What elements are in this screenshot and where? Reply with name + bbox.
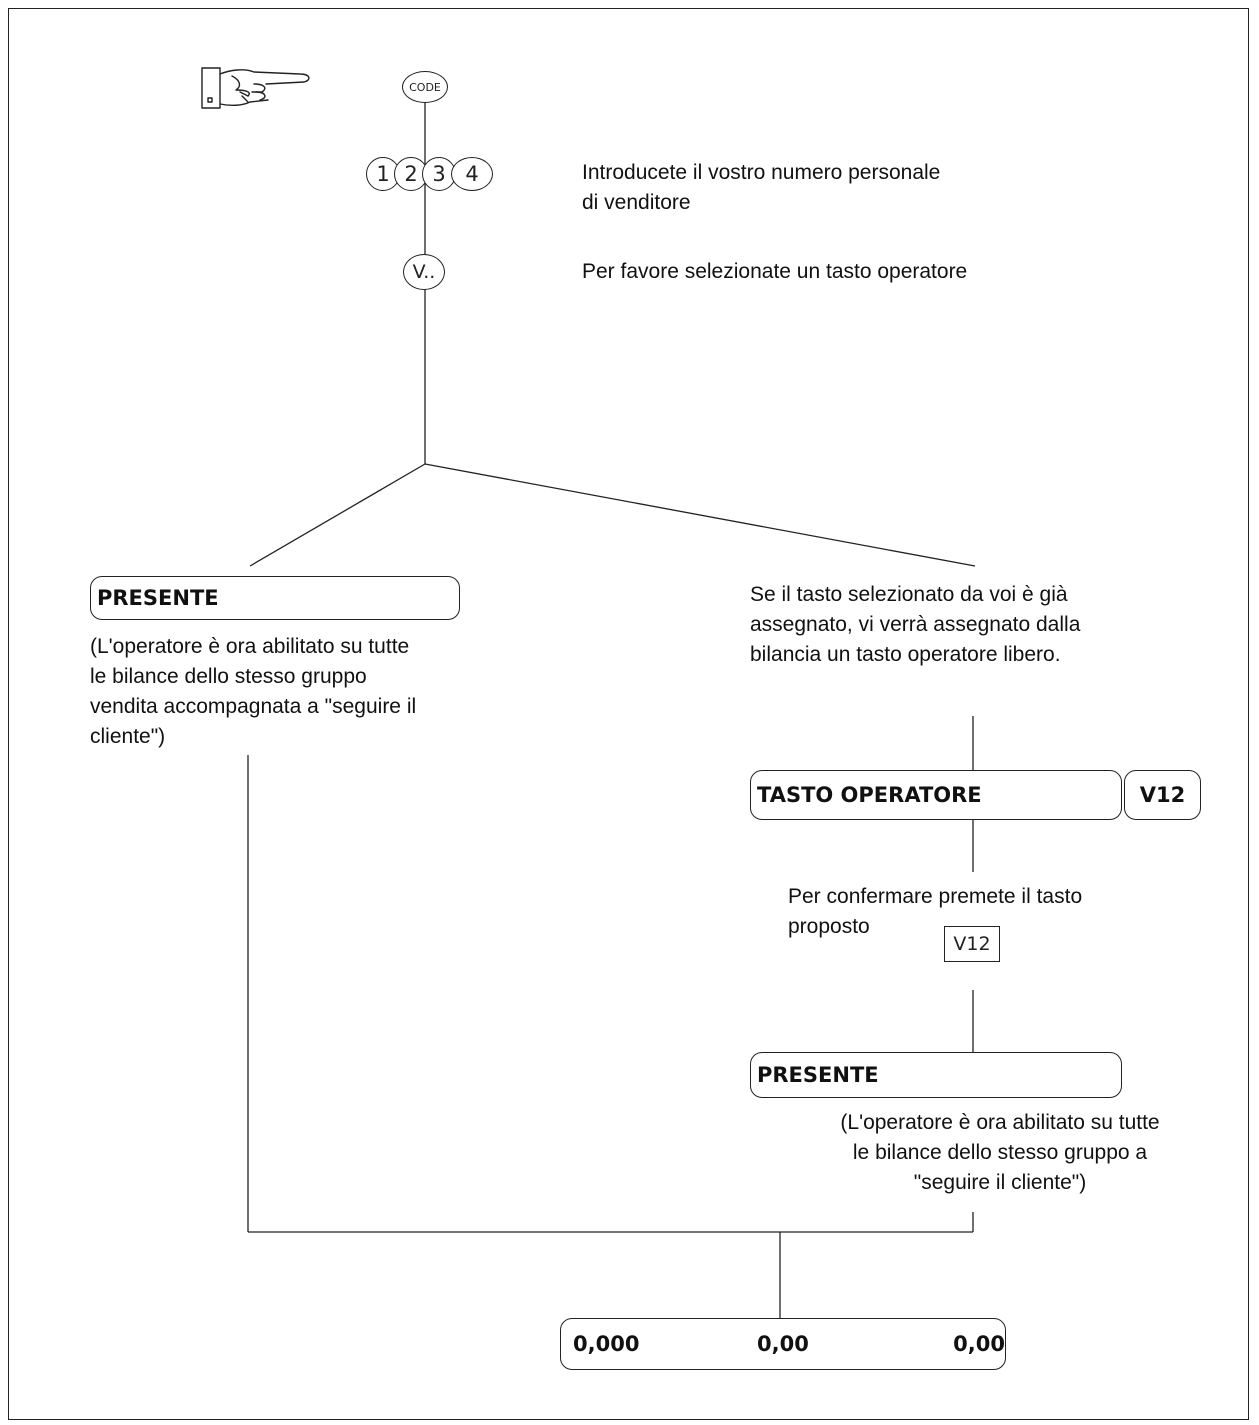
digit-key-label: 3 <box>432 162 446 186</box>
left-branch-connector <box>249 463 426 567</box>
operator-key-display: TASTO OPERATORE <box>750 770 1122 820</box>
operator-key-display-value-box: V12 <box>1124 770 1201 820</box>
right-presente-text: PRESENTE <box>757 1063 879 1087</box>
pointing-hand-icon <box>201 67 310 109</box>
digit-key-label: 4 <box>465 162 479 186</box>
instruction-select-operator: Per favore selezionate un tasto operator… <box>582 260 968 283</box>
code-key[interactable]: CODE <box>402 71 448 103</box>
code-key-label: CODE <box>409 80 441 94</box>
instruction-already-assigned: Se il tasto selezionato da voi è già ass… <box>750 583 1081 666</box>
digit-key-3[interactable]: 3 <box>422 157 456 191</box>
left-presente-display: PRESENTE <box>90 576 460 620</box>
digit-key-label: 1 <box>376 162 390 186</box>
right-presente-display: PRESENTE <box>750 1052 1122 1098</box>
operator-key-display-value: V12 <box>1139 783 1186 807</box>
operator-key[interactable]: V.. <box>403 254 445 290</box>
proposed-operator-key[interactable]: V12 <box>944 926 1000 962</box>
left-branch-note: (L'operatore è ora abilitato su tutte le… <box>90 635 417 748</box>
digit-key-4[interactable]: 4 <box>451 157 493 191</box>
left-presente-text: PRESENTE <box>97 586 219 610</box>
digit-key-label: 2 <box>404 162 418 186</box>
right-branch-connector <box>424 463 976 567</box>
operator-key-label: V.. <box>412 261 436 283</box>
operator-key-display-label: TASTO OPERATORE <box>757 783 982 807</box>
instruction-enter-number: Introducete il vostro numero personale d… <box>582 161 941 214</box>
final-weight-value: 0,000 <box>573 1332 640 1356</box>
final-scale-display: 0,000 0,00 0,00 <box>560 1318 1006 1370</box>
final-unit-price-value: 0,00 <box>757 1332 809 1356</box>
instruction-confirm: Per confermare premete il tasto proposto <box>788 885 1083 938</box>
proposed-operator-key-label: V12 <box>953 933 991 955</box>
final-total-value: 0,00 <box>953 1332 1005 1356</box>
page-frame <box>8 8 1249 1420</box>
right-branch-note: (L'operatore è ora abilitato su tutte le… <box>840 1111 1160 1194</box>
